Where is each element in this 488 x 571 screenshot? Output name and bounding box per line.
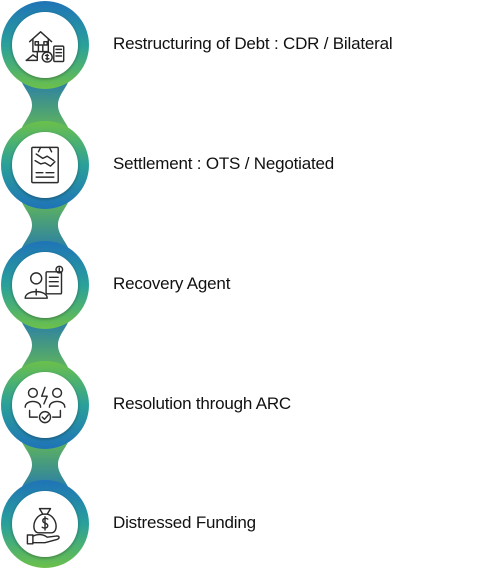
step-node-3 xyxy=(1,241,89,329)
step-label-1: Restructuring of Debt : CDR / Bilateral xyxy=(113,34,393,53)
connector-1 xyxy=(19,71,71,139)
step-label-5: Distressed Funding xyxy=(113,513,256,532)
handshake-document-icon xyxy=(23,143,67,187)
step-label-3: Recovery Agent xyxy=(113,274,231,293)
step-label-2: Settlement : OTS / Negotiated xyxy=(113,154,334,173)
step-node-4 xyxy=(1,361,89,449)
connector-4 xyxy=(19,431,71,498)
people-exchange-icon xyxy=(23,383,67,427)
node-disc xyxy=(12,252,78,318)
agent-checklist-icon xyxy=(23,263,67,307)
step-node-2 xyxy=(1,121,89,209)
node-disc xyxy=(12,372,78,438)
money-bag-hand-icon xyxy=(23,502,67,546)
node-disc xyxy=(12,132,78,198)
step-label-4: Resolution through ARC xyxy=(113,394,291,413)
connector-3 xyxy=(19,311,71,379)
connector-2 xyxy=(19,191,71,259)
property-finance-icon xyxy=(23,23,67,67)
